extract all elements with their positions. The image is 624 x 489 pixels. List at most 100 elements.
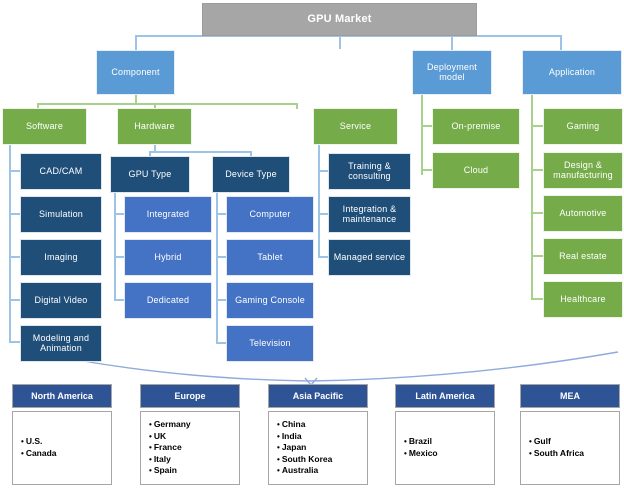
region-country-item: U.S. bbox=[21, 436, 57, 448]
node-training-consulting[interactable]: Training & consulting bbox=[328, 153, 411, 190]
node-managed-service[interactable]: Managed service bbox=[328, 239, 411, 276]
connector-devicetype-console bbox=[216, 299, 226, 301]
region-country-list-north-america: U.S.Canada bbox=[13, 436, 57, 459]
region-country-list-europe: GermanyUKFranceItalySpain bbox=[141, 419, 191, 477]
node-hardware[interactable]: Hardware bbox=[117, 108, 192, 145]
node-imaging[interactable]: Imaging bbox=[20, 239, 102, 276]
connector-application-design bbox=[531, 169, 543, 171]
connector-component-down bbox=[135, 95, 137, 104]
region-header-north-america[interactable]: North America bbox=[12, 384, 112, 408]
node-gaming-console[interactable]: Gaming Console bbox=[226, 282, 314, 319]
node-application[interactable]: Application bbox=[522, 50, 622, 95]
node-simulation[interactable]: Simulation bbox=[20, 196, 102, 233]
root-node-gpu-market[interactable]: GPU Market bbox=[202, 3, 477, 36]
node-hybrid[interactable]: Hybrid bbox=[124, 239, 212, 276]
node-automotive[interactable]: Automotive bbox=[543, 195, 623, 232]
node-integration-maintenance[interactable]: Integration & maintenance bbox=[328, 196, 411, 233]
region-brace bbox=[35, 351, 619, 384]
region-body-latin-america: BrazilMexico bbox=[395, 411, 495, 485]
connector-application-gaming bbox=[531, 125, 543, 127]
node-cloud[interactable]: Cloud bbox=[432, 152, 520, 189]
region-country-item: South Korea bbox=[277, 454, 333, 466]
region-body-mea: GulfSouth Africa bbox=[520, 411, 620, 485]
node-device-type[interactable]: Device Type bbox=[212, 156, 290, 193]
region-country-list-latin-america: BrazilMexico bbox=[396, 436, 438, 459]
region-body-europe: GermanyUKFranceItalySpain bbox=[140, 411, 240, 485]
node-design-manufacturing[interactable]: Design & manufacturing bbox=[543, 152, 623, 189]
region-country-item: Italy bbox=[149, 454, 191, 466]
node-software[interactable]: Software bbox=[2, 108, 87, 145]
region-country-item: Mexico bbox=[404, 448, 438, 460]
connector-to-application bbox=[560, 35, 562, 50]
connector-deployment-onpremise bbox=[421, 125, 432, 127]
connector-devicetype-tablet bbox=[216, 256, 226, 258]
connector-gputype-stem bbox=[114, 190, 116, 301]
node-healthcare[interactable]: Healthcare bbox=[543, 281, 623, 318]
node-television[interactable]: Television bbox=[226, 325, 314, 362]
region-country-item: Germany bbox=[149, 419, 191, 431]
node-real-estate[interactable]: Real estate bbox=[543, 238, 623, 275]
region-country-item: Canada bbox=[21, 448, 57, 460]
connector-service-managed bbox=[318, 256, 328, 258]
region-country-item: Spain bbox=[149, 465, 191, 477]
region-country-list-mea: GulfSouth Africa bbox=[521, 436, 584, 459]
connector-root-down bbox=[339, 35, 341, 49]
node-on-premise[interactable]: On-premise bbox=[432, 108, 520, 145]
connector-application-automotive bbox=[531, 212, 543, 214]
node-computer[interactable]: Computer bbox=[226, 196, 314, 233]
connector-deployment-stem bbox=[421, 95, 423, 175]
node-deployment-model[interactable]: Deployment model bbox=[412, 50, 492, 95]
connector-service-training bbox=[318, 170, 328, 172]
region-header-asia-pacific[interactable]: Asia Pacific bbox=[268, 384, 368, 408]
node-digital-video[interactable]: Digital Video bbox=[20, 282, 102, 319]
connector-software-stem bbox=[9, 145, 11, 342]
connector-devicetype-television bbox=[216, 342, 226, 344]
connector-to-devicetype bbox=[250, 151, 252, 156]
connector-service-integration bbox=[318, 213, 328, 215]
region-header-europe[interactable]: Europe bbox=[140, 384, 240, 408]
connector-hardware-down bbox=[154, 145, 156, 153]
connector-devicetype-computer bbox=[216, 213, 226, 215]
node-service[interactable]: Service bbox=[313, 108, 398, 145]
connector-gputype-hybrid bbox=[114, 256, 124, 258]
region-country-item: France bbox=[149, 442, 191, 454]
region-country-item: UK bbox=[149, 431, 191, 443]
node-tablet[interactable]: Tablet bbox=[226, 239, 314, 276]
connector-software-imaging bbox=[9, 256, 20, 258]
region-country-item: Japan bbox=[277, 442, 332, 454]
region-country-item: Gulf bbox=[529, 436, 584, 448]
connector-to-deployment bbox=[451, 35, 453, 50]
connector-to-component bbox=[135, 35, 137, 50]
node-component[interactable]: Component bbox=[96, 50, 175, 95]
connector-devicetype-stem bbox=[216, 190, 218, 344]
connector-hardware-bus bbox=[149, 151, 252, 153]
connector-to-gputype bbox=[149, 151, 151, 156]
region-country-item: South Africa bbox=[529, 448, 584, 460]
node-gaming[interactable]: Gaming bbox=[543, 108, 623, 145]
region-country-item: China bbox=[277, 419, 332, 431]
connector-application-realestate bbox=[531, 255, 543, 257]
connector-software-digitalvideo bbox=[9, 299, 20, 301]
connector-software-cadcam bbox=[9, 170, 20, 172]
node-gpu-type[interactable]: GPU Type bbox=[110, 156, 190, 193]
region-body-north-america: U.S.Canada bbox=[12, 411, 112, 485]
region-header-mea[interactable]: MEA bbox=[520, 384, 620, 408]
region-body-asia-pacific: ChinaIndiaJapanSouth KoreaAustralia bbox=[268, 411, 368, 485]
connector-to-software bbox=[37, 103, 39, 109]
region-country-item: India bbox=[277, 431, 332, 443]
connector-deployment-cloud bbox=[421, 169, 432, 171]
connector-component-bus bbox=[37, 103, 297, 105]
connector-software-modeling bbox=[9, 341, 20, 343]
connector-to-hardware bbox=[154, 103, 156, 109]
node-modeling-and-animation[interactable]: Modeling and Animation bbox=[20, 325, 102, 362]
region-header-latin-america[interactable]: Latin America bbox=[395, 384, 495, 408]
connector-application-stem bbox=[531, 95, 533, 300]
node-integrated[interactable]: Integrated bbox=[124, 196, 212, 233]
region-country-list-asia-pacific: ChinaIndiaJapanSouth KoreaAustralia bbox=[269, 419, 333, 477]
connector-gputype-integrated bbox=[114, 213, 124, 215]
connector-application-healthcare bbox=[531, 298, 543, 300]
node-cad-cam[interactable]: CAD/CAM bbox=[20, 153, 102, 190]
connector-to-service bbox=[296, 103, 298, 109]
node-dedicated[interactable]: Dedicated bbox=[124, 282, 212, 319]
